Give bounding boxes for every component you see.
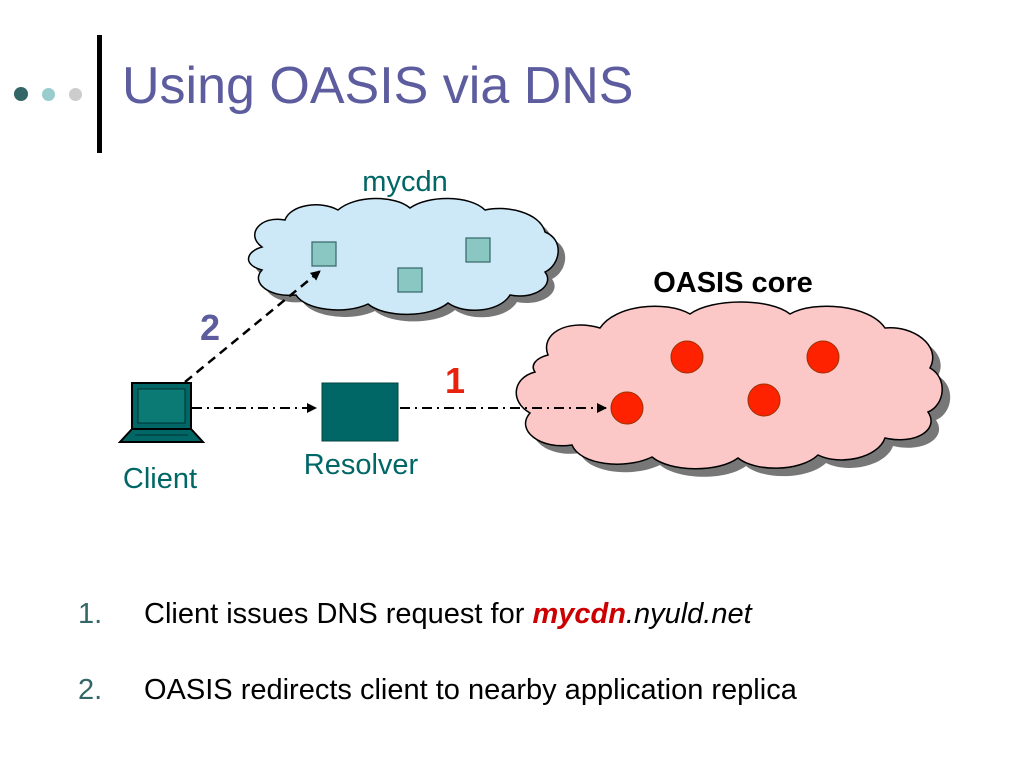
page-title: Using OASIS via DNS: [122, 57, 634, 115]
step-2-label: 2: [200, 307, 220, 348]
step-item-2: 2. OASIS redirects client to nearby appli…: [78, 676, 797, 705]
oasis-node: [610, 391, 644, 425]
hostname-prefix: mycdn: [532, 598, 626, 630]
replica-node: [311, 241, 337, 267]
decor-dot-3: [69, 88, 82, 101]
replica-node: [397, 267, 423, 293]
mycdn-label: mycdn: [362, 166, 447, 198]
client-label: Client: [123, 463, 197, 495]
decor-dot-1: [14, 87, 28, 101]
oasis-core-cloud: [515, 301, 951, 477]
resolver-box: [321, 382, 399, 442]
hostname-suffix: .nyuld.net: [625, 598, 752, 630]
oasis-core-label: OASIS core: [653, 267, 813, 299]
oasis-node: [670, 340, 704, 374]
title-divider: [97, 35, 102, 153]
step-text: OASIS redirects client to nearby applica…: [144, 674, 797, 706]
step-number: 2.: [78, 674, 103, 706]
step-text: Client issues DNS request for: [144, 598, 533, 630]
oasis-node: [747, 383, 781, 417]
resolver-label: Resolver: [304, 449, 419, 481]
step-number: 1.: [78, 598, 103, 630]
replica-node: [465, 237, 491, 263]
decor-dot-2: [42, 88, 55, 101]
laptop-icon: [117, 382, 206, 443]
mycdn-cloud: [247, 197, 566, 322]
step-item-1: 1. Client issues DNS request for mycdn.ny…: [78, 600, 752, 629]
step-1-label: 1: [445, 360, 465, 401]
oasis-node: [806, 340, 840, 374]
